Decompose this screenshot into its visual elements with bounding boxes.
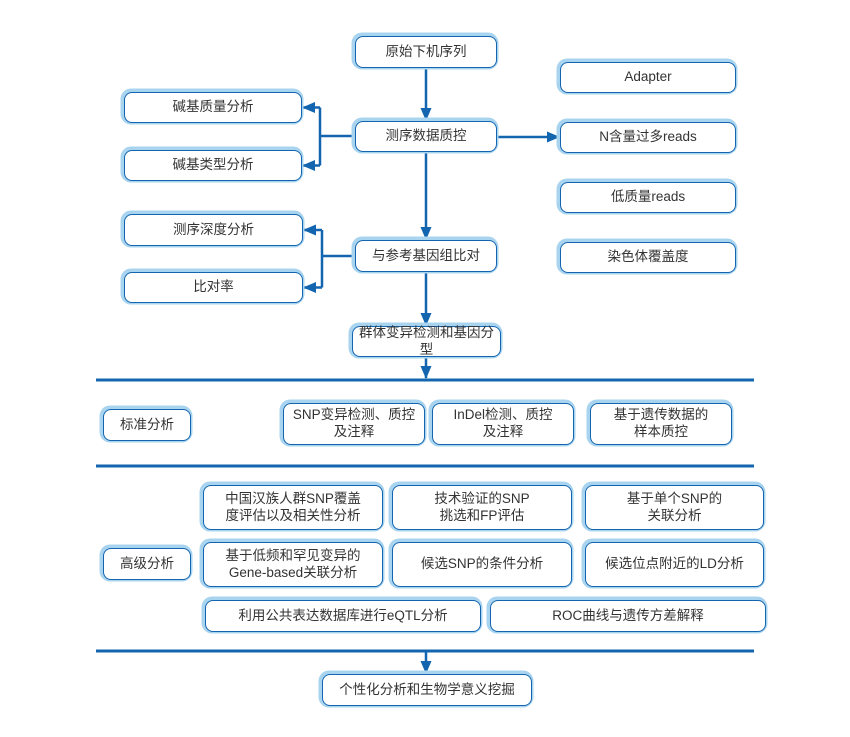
node-roc-curve: ROC曲线与遗传方差解释: [490, 600, 766, 632]
node-base-type: 碱基类型分析: [124, 150, 302, 181]
node-gene-based-association: 基于低频和罕见变异的 Gene-based关联分析: [203, 542, 383, 587]
node-seq-qc: 测序数据质控: [355, 121, 497, 152]
node-raw-sequence-label: 原始下机序列: [385, 43, 467, 59]
node-seq-qc-label: 测序数据质控: [385, 128, 467, 144]
node-eqtl-analysis-label: 利用公共表达数据库进行eQTL分析: [238, 607, 448, 623]
node-n-reads: N含量过多reads: [560, 122, 736, 153]
label-standard-analysis: 标准分析: [103, 409, 191, 441]
node-align-rate-label: 比对率: [193, 279, 234, 295]
node-chrom-coverage: 染色体覆盖度: [560, 242, 736, 273]
bracket-align-left: [320, 230, 355, 288]
node-ld-analysis: 候选位点附近的LD分析: [585, 542, 764, 587]
node-adapter: Adapter: [560, 62, 736, 93]
node-base-quality-label: 碱基质量分析: [172, 99, 254, 115]
node-ld-analysis-label: 候选位点附近的LD分析: [605, 556, 744, 572]
node-indel-detection: InDel检测、质控 及注释: [432, 403, 574, 445]
label-standard-analysis-text: 标准分析: [120, 416, 174, 432]
node-han-snp-coverage: 中国汉族人群SNP覆盖 度评估以及相关性分析: [203, 485, 383, 530]
label-advanced-analysis-text: 高级分析: [120, 555, 174, 571]
node-conditional-analysis-label: 候选SNP的条件分析: [420, 556, 544, 572]
node-snp-detection-label: SNP变异检测、质控 及注释: [292, 407, 416, 439]
node-tech-validated-snp-label: 技术验证的SNP 挑选和FP评估: [434, 490, 530, 523]
node-single-snp-association: 基于单个SNP的 关联分析: [585, 485, 764, 530]
node-sample-qc: 基于遗传数据的 样本质控: [590, 403, 732, 445]
node-adapter-label: Adapter: [624, 69, 672, 85]
node-low-quality: 低质量reads: [560, 182, 736, 213]
node-variant-calling: 群体变异检测和基因分型: [352, 324, 501, 357]
node-base-quality: 碱基质量分析: [124, 92, 302, 123]
node-indel-detection-label: InDel检测、质控 及注释: [453, 407, 553, 439]
bracket-qc-left: [318, 107, 355, 166]
node-personalized-analysis-label: 个性化分析和生物学意义挖掘: [339, 681, 515, 697]
node-depth-label: 测序深度分析: [173, 221, 254, 237]
node-align: 与参考基因组比对: [355, 240, 497, 272]
node-depth: 测序深度分析: [124, 214, 303, 246]
node-snp-detection: SNP变异检测、质控 及注释: [283, 403, 425, 445]
node-align-rate: 比对率: [124, 272, 303, 303]
node-tech-validated-snp: 技术验证的SNP 挑选和FP评估: [392, 485, 572, 530]
node-conditional-analysis: 候选SNP的条件分析: [392, 542, 572, 587]
node-n-reads-label: N含量过多reads: [599, 129, 697, 145]
node-sample-qc-label: 基于遗传数据的 样本质控: [613, 407, 709, 439]
label-advanced-analysis: 高级分析: [103, 548, 191, 580]
node-raw-sequence: 原始下机序列: [355, 36, 497, 68]
node-base-type-label: 碱基类型分析: [172, 157, 254, 173]
node-eqtl-analysis: 利用公共表达数据库进行eQTL分析: [205, 600, 481, 632]
node-han-snp-coverage-label: 中国汉族人群SNP覆盖 度评估以及相关性分析: [225, 490, 361, 523]
node-single-snp-association-label: 基于单个SNP的 关联分析: [626, 490, 723, 523]
node-gene-based-association-label: 基于低频和罕见变异的 Gene-based关联分析: [225, 547, 361, 580]
node-low-quality-label: 低质量reads: [610, 189, 686, 205]
node-roc-curve-label: ROC曲线与遗传方差解释: [552, 607, 704, 623]
node-variant-calling-label: 群体变异检测和基因分型: [359, 324, 494, 357]
node-chrom-coverage-label: 染色体覆盖度: [607, 249, 689, 265]
node-align-label: 与参考基因组比对: [372, 247, 480, 263]
node-personalized-analysis: 个性化分析和生物学意义挖掘: [322, 674, 532, 706]
